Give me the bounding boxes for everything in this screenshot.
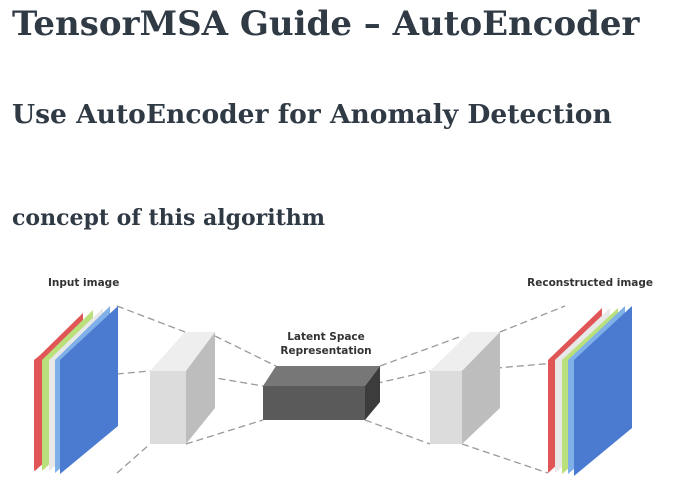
latent-label-line1: Latent Space — [287, 331, 365, 343]
output-image-stack — [548, 306, 632, 476]
autoencoder-diagram-svg: Input image Latent Space Representation … — [34, 277, 653, 476]
input-image-label: Input image — [48, 277, 119, 289]
autoencoder-diagram: Input image Latent Space Representation … — [0, 268, 673, 496]
page-title: TensorMSA Guide – AutoEncoder — [12, 4, 640, 44]
input-image-stack — [34, 306, 118, 474]
encoder-block — [150, 332, 215, 444]
latent-block — [263, 366, 380, 420]
section-heading: concept of this algorithm — [12, 205, 326, 231]
page-subtitle: Use AutoEncoder for Anomaly Detection — [12, 99, 612, 130]
reconstructed-image-label: Reconstructed image — [527, 277, 653, 289]
latent-label-line2: Representation — [280, 345, 371, 357]
decoder-block — [430, 332, 500, 444]
